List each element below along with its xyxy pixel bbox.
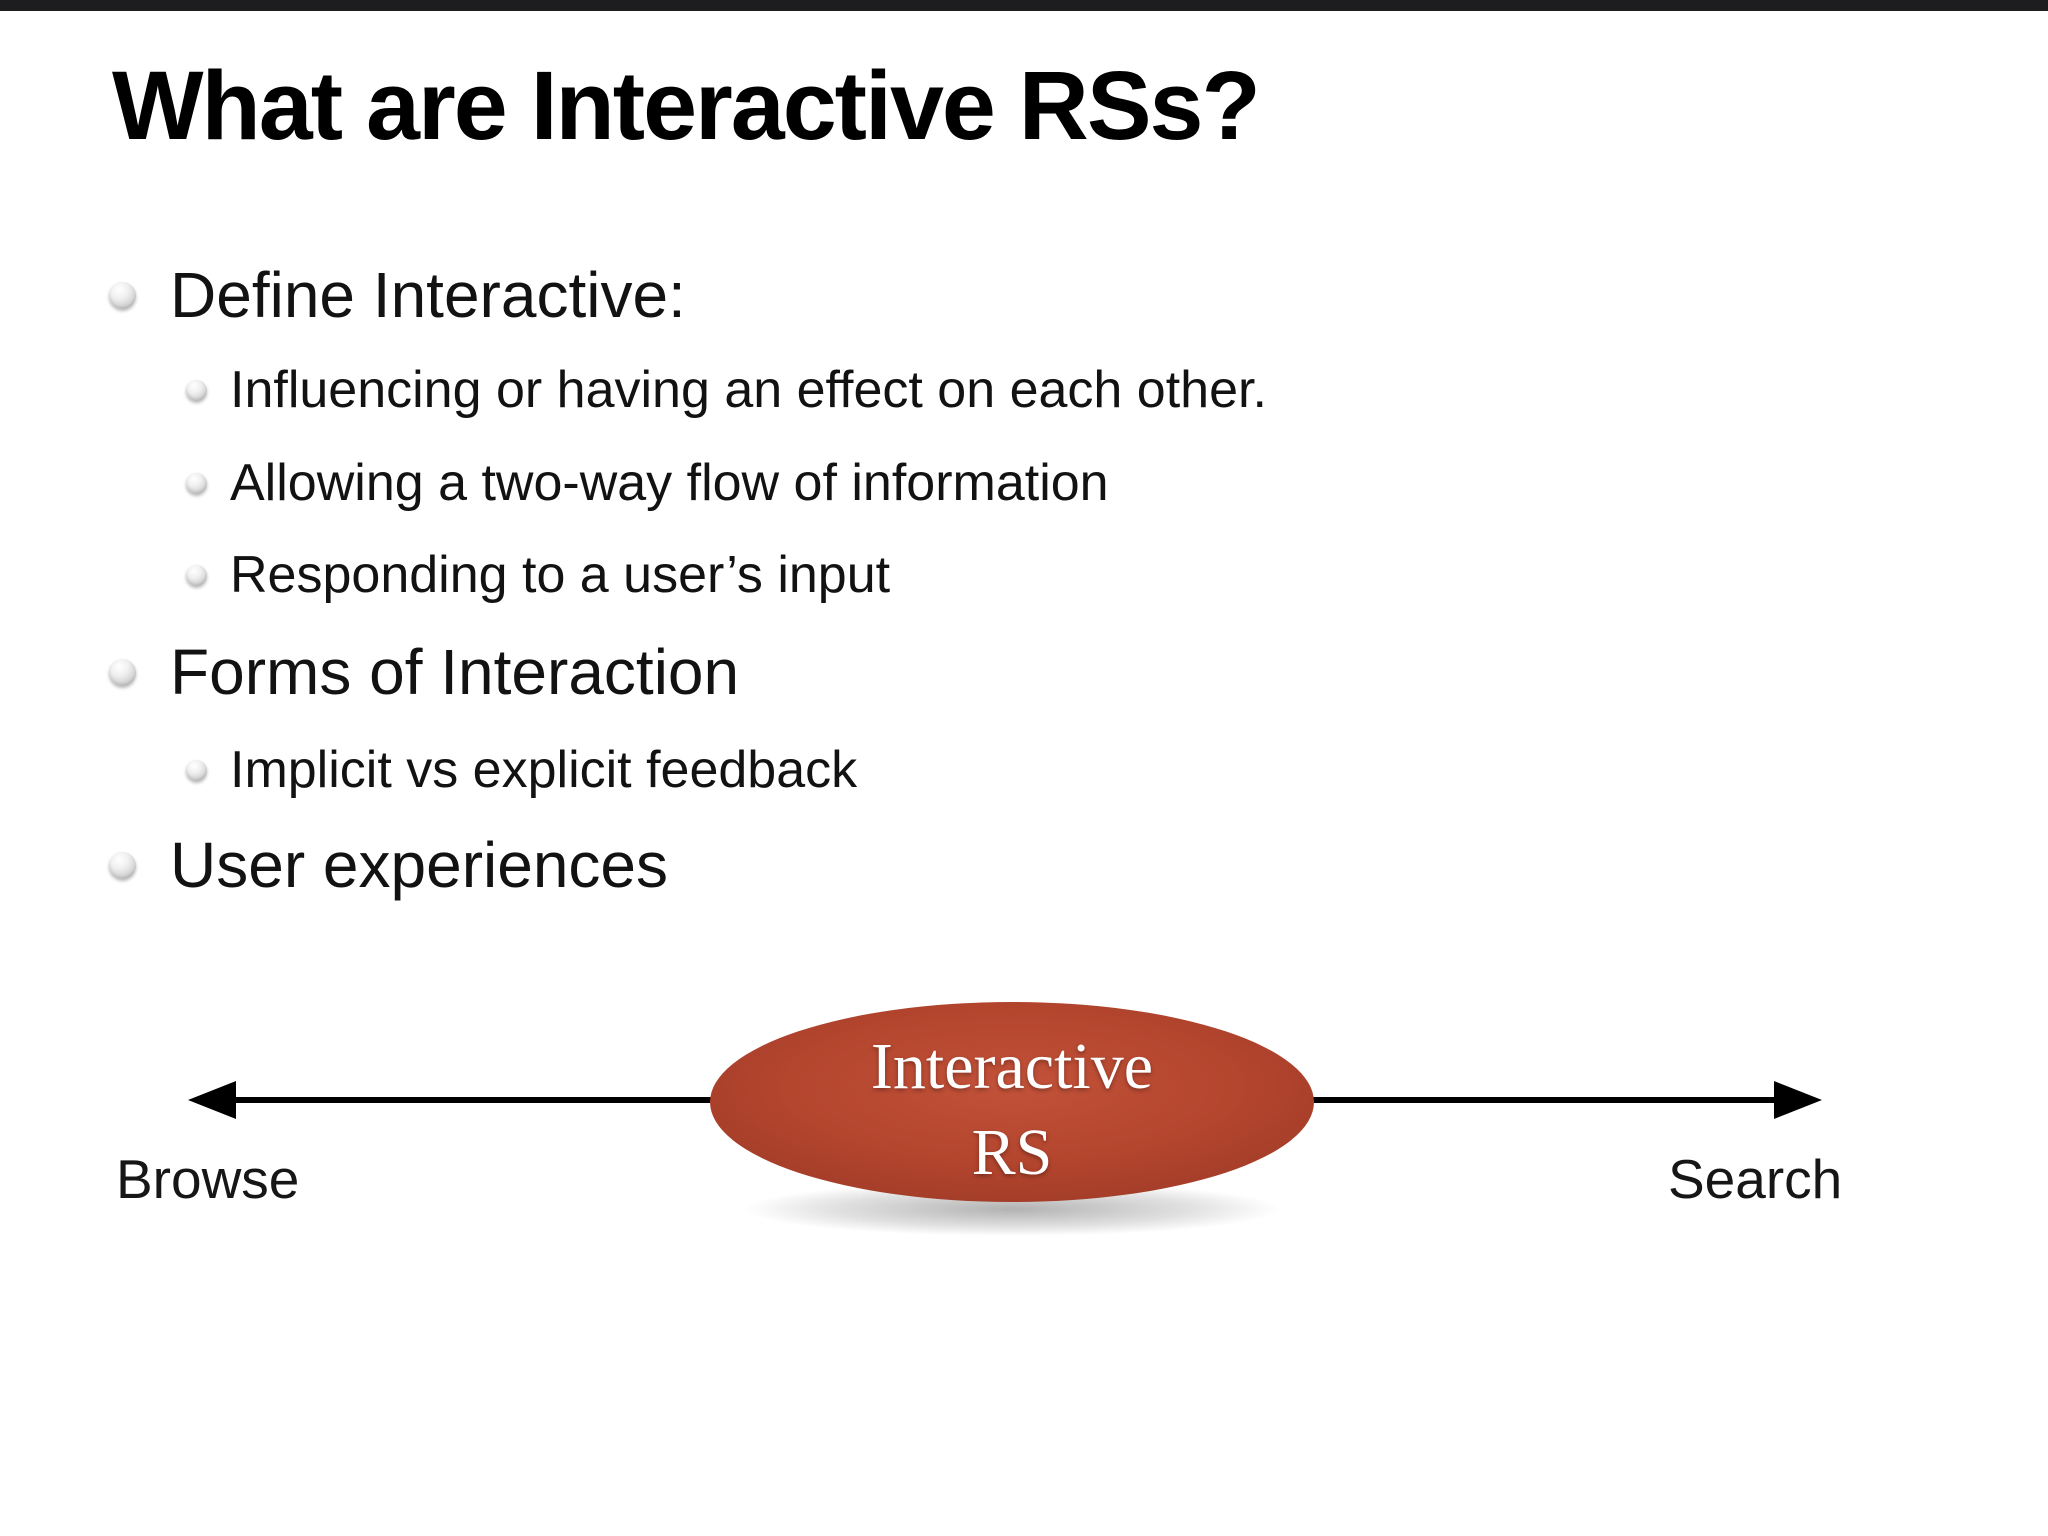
bullet-item: Define Interactive: [109, 258, 686, 332]
bullet-text: Allowing a two-way flow of information [230, 454, 1109, 512]
top-letterbox-bar [0, 0, 2048, 11]
bullet-sphere-icon [186, 759, 207, 781]
bullet-sphere-icon [109, 851, 136, 879]
bullet-text: Influencing or having an effect on each … [230, 361, 1267, 419]
bullet-item: Allowing a two-way flow of information [186, 453, 1109, 513]
browse-label: Browse [116, 1148, 300, 1210]
bullet-item: Implicit vs explicit feedback [186, 740, 857, 800]
bullet-sphere-icon [186, 564, 207, 586]
slide-title: What are Interactive RSs? [112, 51, 1261, 160]
arrowhead-right-icon [1774, 1081, 1822, 1119]
bullet-item: Forms of Interaction [109, 635, 739, 709]
bullet-sphere-icon [109, 281, 136, 309]
node-shadow [744, 1182, 1280, 1236]
bullet-sphere-icon [186, 472, 207, 494]
bullet-item: Influencing or having an effect on each … [186, 360, 1267, 420]
node-label-line2: RS [972, 1116, 1053, 1189]
interactive-rs-node [710, 1002, 1314, 1202]
bullet-text: Define Interactive: [170, 259, 686, 331]
arrowhead-left-icon [188, 1081, 236, 1119]
bullet-text: User experiences [170, 829, 668, 901]
bullet-text: Responding to a user’s input [230, 546, 891, 604]
bullet-text: Forms of Interaction [170, 636, 740, 708]
node-label-line1: Interactive [871, 1030, 1153, 1103]
bullet-item: User experiences [109, 828, 668, 902]
bullet-item: Responding to a user’s input [186, 545, 890, 605]
search-label: Search [1668, 1148, 1843, 1210]
bullet-text: Implicit vs explicit feedback [230, 741, 858, 799]
bullet-sphere-icon [109, 658, 136, 686]
browse-search-diagram: Interactive RS [188, 1002, 1822, 1236]
bullet-sphere-icon [186, 379, 207, 401]
